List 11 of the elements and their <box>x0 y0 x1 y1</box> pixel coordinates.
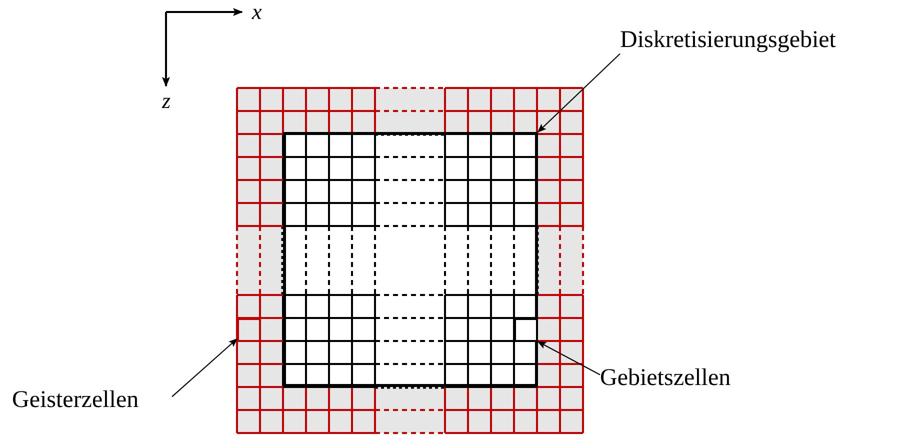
axis-label: z <box>162 90 171 112</box>
ghost-cell <box>237 318 261 342</box>
domain-cell <box>514 318 538 342</box>
callout-label: Diskretisierungsgebiet <box>620 28 890 54</box>
axis-label: x <box>252 1 262 23</box>
leader-line <box>172 338 238 398</box>
callout-label: Gebietszellen <box>600 366 770 392</box>
leader-line <box>537 341 600 376</box>
leader-line <box>537 53 620 133</box>
callout-label: Geisterzellen <box>12 388 172 414</box>
domain-boundary <box>283 132 538 387</box>
